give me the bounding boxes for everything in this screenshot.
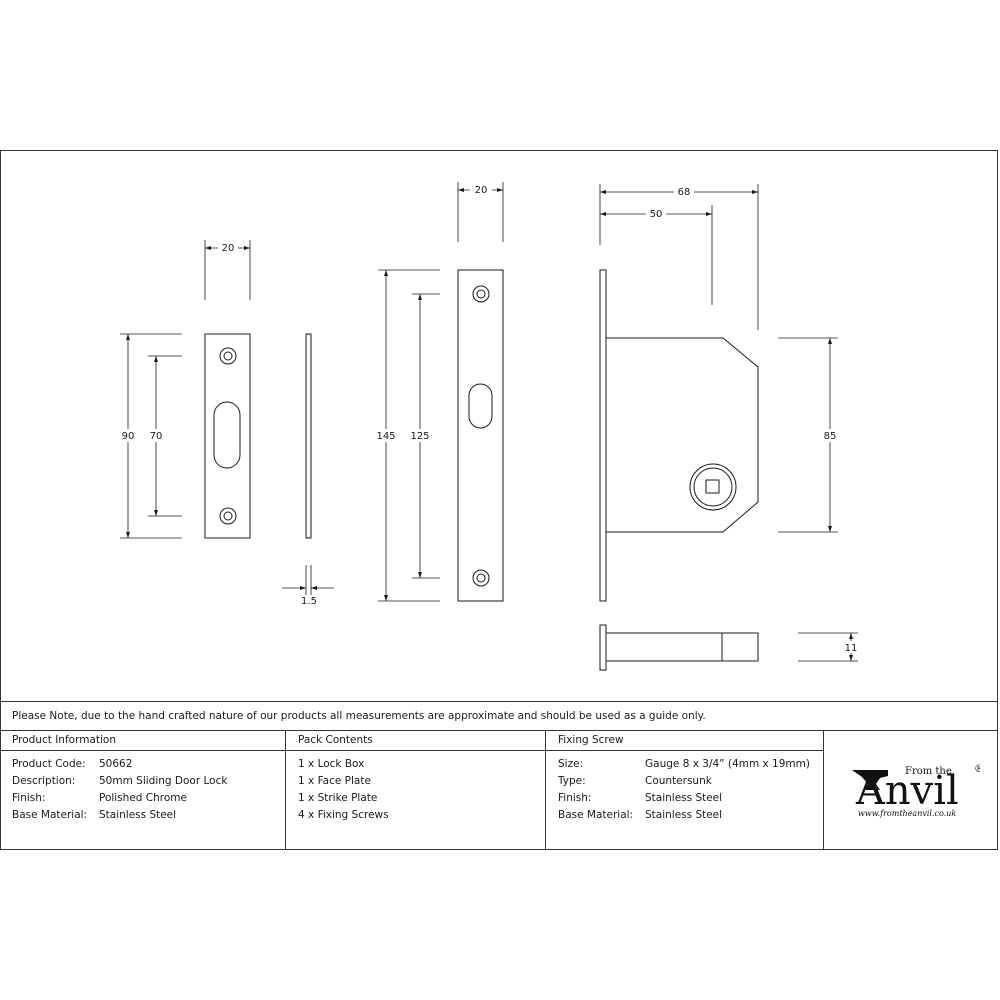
logo-from-the: From the <box>905 766 952 777</box>
info-value: Stainless Steel <box>99 809 177 821</box>
face-plate-side <box>305 333 312 539</box>
pack-item: 1 x Face Plate <box>298 775 371 787</box>
screw-value: Stainless Steel <box>645 792 723 804</box>
pack-item: 4 x Fixing Screws <box>298 809 389 821</box>
screw-row: Finish: Stainless Steel <box>558 792 811 809</box>
info-row: Finish: Polished Chrome <box>12 792 273 809</box>
dim-sp-height: 145 <box>376 431 395 442</box>
info-value: 50mm Sliding Door Lock <box>99 775 228 787</box>
screw-row: Base Material: Stainless Steel <box>558 809 811 826</box>
screw-row: Size: Gauge 8 x 3/4” (4mm x 19mm) <box>558 758 811 775</box>
screw-label: Finish: <box>558 792 592 804</box>
screw-label: Base Material: <box>558 809 634 821</box>
dim-fp-width: 20 <box>222 243 235 254</box>
info-label: Base Material: <box>12 809 88 821</box>
pack-item: 1 x Strike Plate <box>298 792 378 804</box>
info-row: Description: 50mm Sliding Door Lock <box>12 775 273 792</box>
fixing-screw-title: Fixing Screw <box>546 731 823 751</box>
dim-sp-width: 20 <box>475 185 488 196</box>
info-value: Polished Chrome <box>99 792 187 804</box>
logo-registered: ® <box>974 764 980 775</box>
product-information-title: Product Information <box>0 731 285 751</box>
screw-label: Type: <box>558 775 586 787</box>
dim-bolt-height: 11 <box>845 643 858 654</box>
dim-fp-height: 90 <box>122 431 135 442</box>
from-the-anvil-logo: From the ® Anvil www.fromtheanvil.co.uk <box>852 764 980 818</box>
logo-url: www.fromtheanvil.co.uk <box>858 809 956 818</box>
info-value: 50662 <box>99 758 133 770</box>
lock-box <box>599 269 759 602</box>
face-plate-front <box>204 333 251 539</box>
dim-fp-centers: 70 <box>150 431 163 442</box>
screw-value: Stainless Steel <box>645 809 723 821</box>
dim-fp-thickness: 1.5 <box>301 596 317 607</box>
disclaimer-note: Please Note, due to the hand crafted nat… <box>0 701 998 731</box>
pack-item: 1 x Lock Box <box>298 758 365 770</box>
dim-box-backset: 50 <box>650 209 663 220</box>
screw-row: Type: Countersunk <box>558 775 811 792</box>
info-label: Product Code: <box>12 758 86 770</box>
anvil-icon <box>852 770 888 790</box>
info-label: Finish: <box>12 792 46 804</box>
strike-plate <box>457 269 504 602</box>
screw-label: Size: <box>558 758 584 770</box>
pack-contents-panel: Pack Contents 1 x Lock Box 1 x Face Plat… <box>286 731 546 850</box>
pack-contents-title: Pack Contents <box>286 731 545 751</box>
info-label: Description: <box>12 775 76 787</box>
info-row: Product Code: 50662 <box>12 758 273 775</box>
dim-box-overall: 68 <box>678 187 691 198</box>
bolt-view <box>599 624 759 671</box>
info-row: Base Material: Stainless Steel <box>12 809 273 826</box>
screw-value: Gauge 8 x 3/4” (4mm x 19mm) <box>645 758 810 770</box>
dim-sp-centers: 125 <box>410 431 429 442</box>
drawing-sheet <box>0 150 998 850</box>
dim-box-height: 85 <box>824 431 837 442</box>
product-information-panel: Product Information Product Code: 50662 D… <box>0 731 286 850</box>
fixing-screw-panel: Fixing Screw Size: Gauge 8 x 3/4” (4mm x … <box>546 731 824 850</box>
screw-value: Countersunk <box>645 775 712 787</box>
logo-name: Anvil <box>855 768 959 814</box>
